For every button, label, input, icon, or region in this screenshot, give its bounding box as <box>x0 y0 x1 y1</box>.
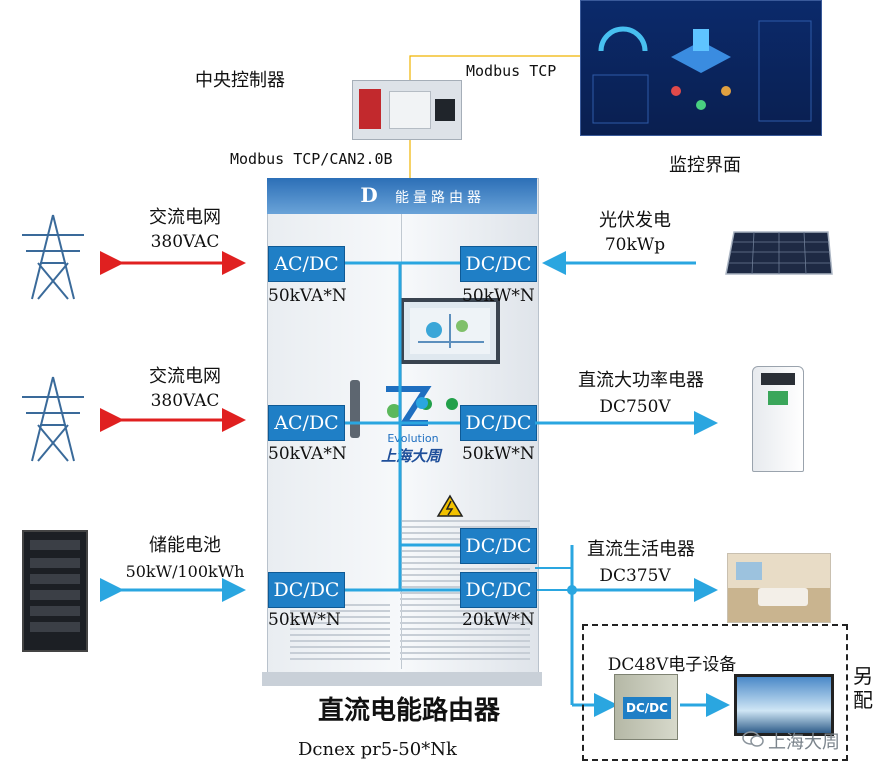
controller-title: 中央控制器 <box>195 70 285 91</box>
cabinet-handle <box>350 380 360 438</box>
converter-ac-dc: AC/DC <box>268 246 345 282</box>
battery-rack-icon <box>22 530 88 652</box>
converter-dc-dc: DC/DC <box>460 572 537 608</box>
load-value: DC750V <box>599 397 671 417</box>
extra-converter-icon: DC/DC <box>614 674 678 740</box>
power-tower-icon <box>22 376 84 462</box>
power-tower-icon <box>22 214 84 300</box>
converter-rating: 20kW*N <box>462 610 535 630</box>
product-title: 直流电能路由器 <box>317 696 500 726</box>
extra-converter-label: DC/DC <box>623 697 671 719</box>
converter-rating: 50kVA*N <box>268 286 347 306</box>
load-value: DC375V <box>599 566 671 586</box>
dc-charger-icon <box>752 366 804 472</box>
converter-rating: 50kVA*N <box>268 444 347 464</box>
converter-ac-dc: AC/DC <box>268 405 345 441</box>
converter-dc-dc: DC/DC <box>268 572 345 608</box>
converter-dc-dc: DC/DC <box>460 528 537 564</box>
load-title: 光伏发电 <box>599 210 671 231</box>
logo-cn: 上海大周 <box>380 447 441 465</box>
source-value: 50kW/100kWh <box>125 562 245 581</box>
indicator-light-icon <box>446 398 458 410</box>
optional-equipment-box <box>582 624 848 761</box>
tv-screen-icon <box>734 674 834 736</box>
source-value: 380VAC <box>150 391 220 411</box>
converter-rating: 50kW*N <box>462 286 535 306</box>
cabinet-logo-icon: D <box>360 183 378 207</box>
load-value: 70kWp <box>604 235 666 255</box>
protocol-left: Modbus TCP/CAN2.0B <box>230 150 393 168</box>
solar-panel-icon <box>725 231 833 275</box>
wechat-icon <box>742 731 764 747</box>
extra-device-title: DC48V电子设备 <box>607 655 737 675</box>
warning-icon <box>436 494 464 517</box>
monitor-interface-icon <box>580 0 822 136</box>
source-title: 交流电网 <box>149 366 221 387</box>
cabinet-base <box>262 672 542 686</box>
living-room-icon <box>727 553 831 623</box>
load-title: 直流生活电器 <box>587 539 695 560</box>
watermark: 上海大周 <box>768 732 840 753</box>
converter-dc-dc: DC/DC <box>460 405 537 441</box>
source-title: 交流电网 <box>149 207 221 228</box>
cabinet-name-plate: 能量路由器 <box>395 190 485 206</box>
monitor-title: 监控界面 <box>669 155 741 176</box>
converter-rating: 50kW*N <box>462 444 535 464</box>
cabinet-header <box>267 178 537 214</box>
plc-controller-icon <box>352 80 462 140</box>
converter-rating: 50kW*N <box>268 610 341 630</box>
cabinet-vent-left <box>290 600 390 660</box>
load-title: 直流大功率电器 <box>578 370 704 391</box>
product-model: Dcnex pr5-50*Nk <box>298 739 457 760</box>
optional-side-label: 另配 <box>853 664 873 712</box>
protocol-top: Modbus TCP <box>466 62 557 80</box>
converter-dc-dc: DC/DC <box>460 246 537 282</box>
touch-screen <box>400 298 500 364</box>
source-title: 储能电池 <box>149 535 221 556</box>
screen-schematic-icon <box>410 308 490 354</box>
source-value: 380VAC <box>150 232 220 252</box>
